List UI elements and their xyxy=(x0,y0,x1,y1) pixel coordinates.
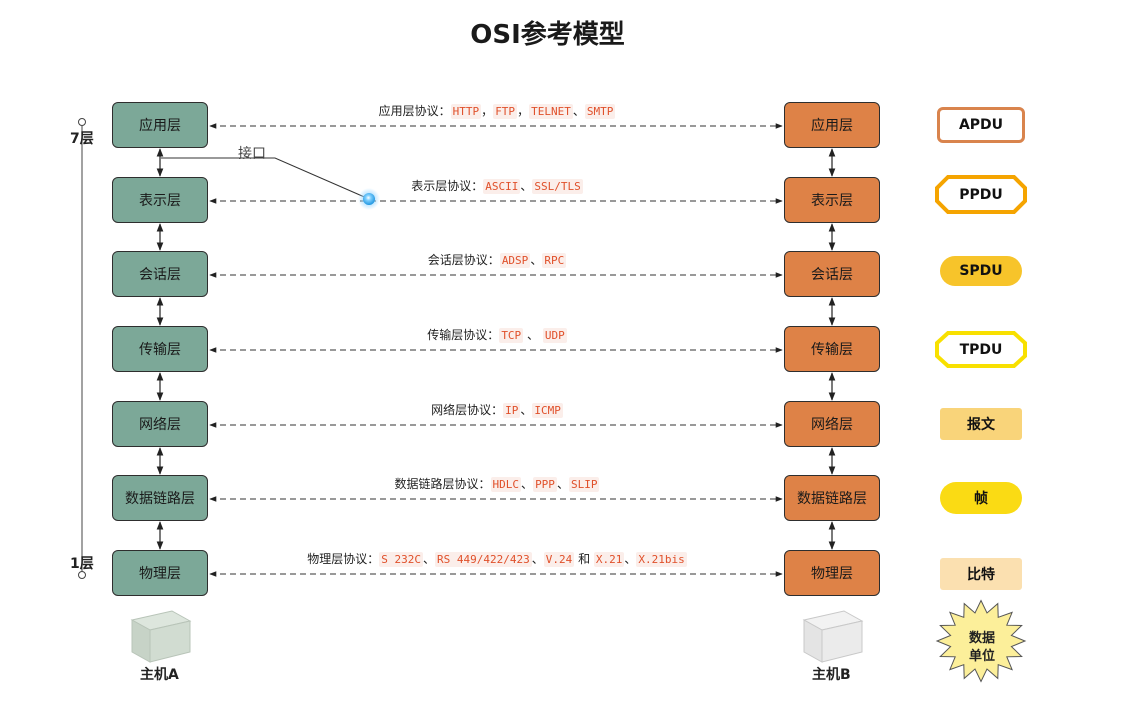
protocol-prefix: 会话层协议： xyxy=(427,253,500,267)
protocol-label-network: 网络层协议：IP、ICMP xyxy=(210,401,784,418)
protocol-separator: 、 xyxy=(423,552,436,566)
host-a-layer-datalink: 数据链路层 xyxy=(112,475,208,521)
protocol-prefix: 数据链路层协议： xyxy=(394,477,491,491)
protocol-name: ICMP xyxy=(532,403,563,418)
protocol-label-physical: 物理层协议：S 232C、RS 449/422/423、V.24 和 X.21、… xyxy=(210,550,784,567)
scale-bottom-dot xyxy=(78,571,86,579)
protocol-name: PPP xyxy=(533,477,557,492)
peer-protocol-lines xyxy=(209,123,783,577)
data-unit-starburst xyxy=(935,599,1027,683)
pdu-frame: 帧 xyxy=(940,482,1022,514)
page-title: OSI参考模型 xyxy=(470,20,625,50)
protocol-separator: 、 xyxy=(523,328,543,342)
protocol-name: RS 449/422/423 xyxy=(435,552,532,567)
protocol-name: V.24 xyxy=(543,552,575,567)
host-b-layer-physical: 物理层 xyxy=(784,550,880,596)
pdu-spdu: SPDU xyxy=(940,256,1022,286)
tpdu-shape xyxy=(935,331,1027,368)
host-a-layer-presentation: 表示层 xyxy=(112,177,208,223)
protocol-label-datalink: 数据链路层协议：HDLC、PPP、SLIP xyxy=(210,475,784,492)
protocol-separator: 和 xyxy=(574,552,594,566)
host-b-layer-transport: 传输层 xyxy=(784,326,880,372)
protocol-separator: ， xyxy=(517,104,530,118)
protocol-prefix: 应用层协议： xyxy=(378,104,451,118)
bottom-layer-label: 1层 xyxy=(70,556,94,572)
protocol-name: S 232C xyxy=(379,552,423,567)
scale-top-dot xyxy=(78,118,86,126)
host-b-layer-presentation: 表示层 xyxy=(784,177,880,223)
protocol-prefix: 传输层协议： xyxy=(427,328,500,342)
protocol-name: HDLC xyxy=(490,477,522,492)
pdu-apdu: APDU xyxy=(937,107,1025,143)
protocol-separator: 、 xyxy=(520,179,533,193)
pdu-apdu-label: APDU xyxy=(958,117,1004,133)
pdu-ppdu: PPDU xyxy=(937,177,1025,213)
pdu-message-label: 报文 xyxy=(967,417,995,433)
protocol-name: TCP xyxy=(499,328,524,343)
data-unit-label: 数据 单位 xyxy=(968,631,995,664)
protocol-name: X.21 xyxy=(593,552,625,567)
pdu-bit: 比特 xyxy=(940,558,1022,590)
pdu-tpdu-label: TPDU xyxy=(959,342,1003,358)
protocol-name: ADSP xyxy=(499,253,531,268)
protocol-name: SMTP xyxy=(584,104,616,119)
ppdu-shape xyxy=(935,175,1027,214)
protocol-separator: 、 xyxy=(624,552,637,566)
protocol-separator: 、 xyxy=(521,477,534,491)
host-b-layer-datalink: 数据链路层 xyxy=(784,475,880,521)
protocol-label-application: 应用层协议：HTTP，FTP，TELNET、SMTP xyxy=(210,102,784,119)
host-b-device xyxy=(802,610,864,663)
protocol-separator: 、 xyxy=(531,552,544,566)
protocol-prefix: 网络层协议： xyxy=(431,403,504,417)
protocol-name: RPC xyxy=(542,253,567,268)
protocol-name: SSL/TLS xyxy=(532,179,583,194)
host-a-layer-application: 应用层 xyxy=(112,102,208,148)
pdu-ppdu-label: PPDU xyxy=(959,187,1003,203)
pdu-message: 报文 xyxy=(940,408,1022,440)
protocol-separator: 、 xyxy=(556,477,569,491)
protocol-prefix: 表示层协议： xyxy=(411,179,484,193)
host-b-layer-application: 应用层 xyxy=(784,102,880,148)
protocol-name: ASCII xyxy=(483,179,521,194)
host-a-label: 主机A xyxy=(140,667,179,683)
host-b-layer-network: 网络层 xyxy=(784,401,880,447)
host-a-device xyxy=(130,610,192,663)
host-a-layer-physical: 物理层 xyxy=(112,550,208,596)
protocol-name: FTP xyxy=(493,104,518,119)
protocol-separator: ， xyxy=(481,104,494,118)
interface-pointer-line xyxy=(161,157,370,200)
protocol-separator: 、 xyxy=(530,253,543,267)
host-b-layer-session: 会话层 xyxy=(784,251,880,297)
protocol-name: X.21bis xyxy=(636,552,687,567)
protocol-label-transport: 传输层协议：TCP 、 UDP xyxy=(210,326,784,343)
pdu-spdu-label: SPDU xyxy=(959,263,1003,279)
host-a-layer-transport: 传输层 xyxy=(112,326,208,372)
protocol-name: HTTP xyxy=(450,104,482,119)
protocol-label-presentation: 表示层协议：ASCII、SSL/TLS xyxy=(210,177,784,194)
host-a-layer-network: 网络层 xyxy=(112,401,208,447)
protocol-prefix: 物理层协议： xyxy=(307,552,380,566)
pdu-bit-label: 比特 xyxy=(967,567,995,583)
pdu-tpdu: TPDU xyxy=(937,332,1025,368)
top-layer-label: 7层 xyxy=(70,131,94,147)
protocol-separator: 、 xyxy=(572,104,585,118)
protocol-name: IP xyxy=(503,403,521,418)
interface-label: 接口 xyxy=(238,146,266,162)
protocol-name: SLIP xyxy=(568,477,600,492)
pdu-frame-label: 帧 xyxy=(974,491,988,507)
protocol-name: TELNET xyxy=(529,104,573,119)
interface-point xyxy=(363,193,375,205)
protocol-name: UDP xyxy=(542,328,567,343)
host-b-label: 主机B xyxy=(812,667,851,683)
protocol-label-session: 会话层协议：ADSP、RPC xyxy=(210,251,784,268)
host-a-layer-session: 会话层 xyxy=(112,251,208,297)
protocol-separator: 、 xyxy=(520,403,533,417)
